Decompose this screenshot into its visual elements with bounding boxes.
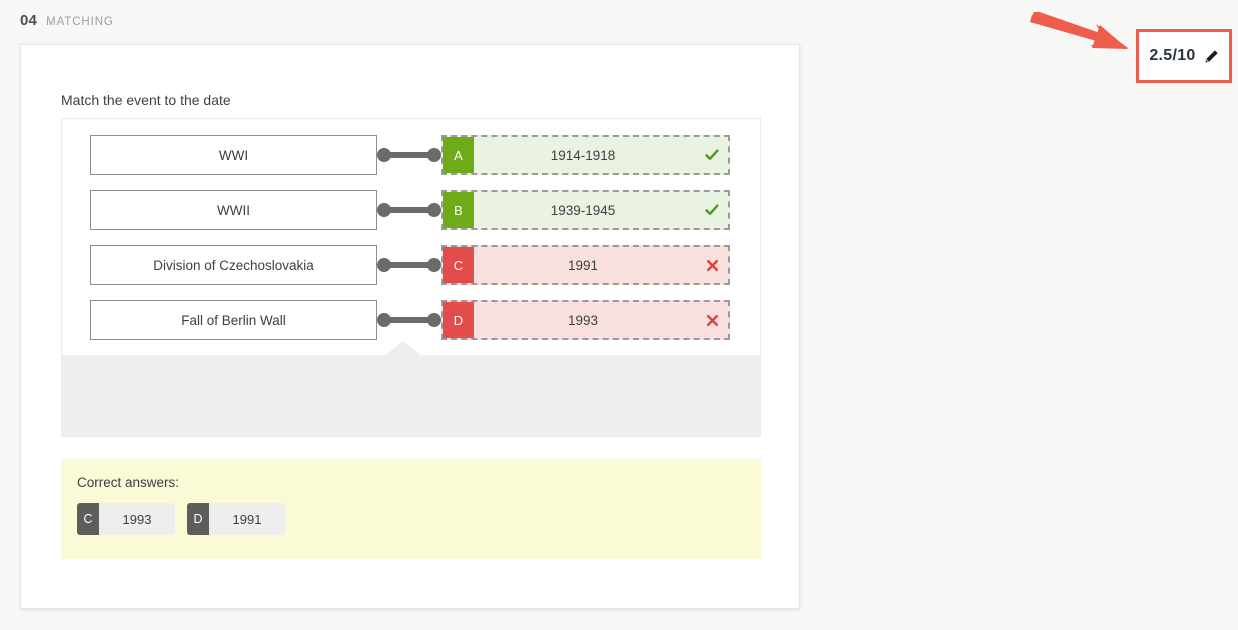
connector-knob-left [377, 148, 391, 162]
match-right-item[interactable]: C 1991 [441, 245, 730, 285]
list-item: C 1993 [77, 503, 175, 535]
match-connector[interactable] [377, 300, 441, 340]
match-letter-badge: B [443, 192, 474, 228]
correct-answers-title: Correct answers: [77, 475, 180, 490]
connector-knob-right [427, 148, 441, 162]
connector-knob-right [427, 203, 441, 217]
connector-bar [382, 262, 436, 268]
connector-bar [382, 317, 436, 323]
dropzone-notch [384, 341, 422, 356]
match-letter-badge: C [443, 247, 474, 283]
answer-dropzone[interactable] [62, 341, 760, 436]
check-icon [705, 204, 719, 215]
question-type-label: MATCHING [46, 16, 114, 28]
match-answer-text: 1991 [567, 257, 599, 273]
question-header: 04 MATCHING [20, 12, 114, 29]
matching-rows: WWI A 1914-1918 [62, 119, 760, 340]
match-letter-badge: A [443, 137, 474, 173]
match-letter-badge: D [443, 302, 474, 338]
table-row: Division of Czechoslovakia C 1991 [90, 245, 732, 285]
match-answer-text: 1993 [567, 312, 599, 328]
match-connector[interactable] [377, 135, 441, 175]
score-box[interactable]: 2.5/10 [1136, 29, 1232, 83]
check-icon [705, 149, 719, 160]
verdict-cell [696, 147, 728, 163]
match-left-item[interactable]: Division of Czechoslovakia [90, 245, 377, 285]
connector-knob-left [377, 203, 391, 217]
match-connector[interactable] [377, 245, 441, 285]
correct-answer-letter: C [77, 503, 99, 535]
correct-answer-value: 1993 [99, 503, 175, 535]
connector-bar [382, 152, 436, 158]
match-left-item[interactable]: WWII [90, 190, 377, 230]
match-right-item[interactable]: D 1993 [441, 300, 730, 340]
correct-answers-chips: C 1993 D 1991 [77, 503, 745, 535]
pencil-icon[interactable] [1204, 49, 1219, 64]
score-value: 2.5/10 [1149, 47, 1196, 64]
verdict-cell [696, 258, 728, 273]
cross-icon [706, 314, 718, 326]
question-number: 04 [20, 12, 38, 29]
connector-bar [382, 207, 436, 213]
matching-area: WWI A 1914-1918 [61, 118, 761, 437]
correct-answer-letter: D [187, 503, 209, 535]
match-answer-text: 1914-1918 [550, 147, 616, 163]
table-row: Fall of Berlin Wall D 1993 [90, 300, 732, 340]
table-row: WWII B 1939-1945 [90, 190, 732, 230]
correct-answer-value: 1991 [209, 503, 285, 535]
match-connector[interactable] [377, 190, 441, 230]
match-left-item[interactable]: Fall of Berlin Wall [90, 300, 377, 340]
match-right-item[interactable]: A 1914-1918 [441, 135, 730, 175]
question-card: Match the event to the date WWI A 1914-1… [20, 44, 800, 609]
match-answer-text: 1939-1945 [550, 202, 616, 218]
annotation-arrow-icon [1030, 12, 1128, 49]
table-row: WWI A 1914-1918 [90, 135, 732, 175]
match-right-item[interactable]: B 1939-1945 [441, 190, 730, 230]
cross-icon [706, 259, 718, 271]
match-left-item[interactable]: WWI [90, 135, 377, 175]
question-prompt: Match the event to the date [61, 92, 231, 108]
verdict-cell [696, 202, 728, 218]
connector-knob-right [427, 258, 441, 272]
verdict-cell [696, 313, 728, 328]
list-item: D 1991 [187, 503, 285, 535]
correct-answers-panel: Correct answers: C 1993 D 1991 [61, 459, 761, 559]
connector-knob-right [427, 313, 441, 327]
connector-knob-left [377, 313, 391, 327]
connector-knob-left [377, 258, 391, 272]
